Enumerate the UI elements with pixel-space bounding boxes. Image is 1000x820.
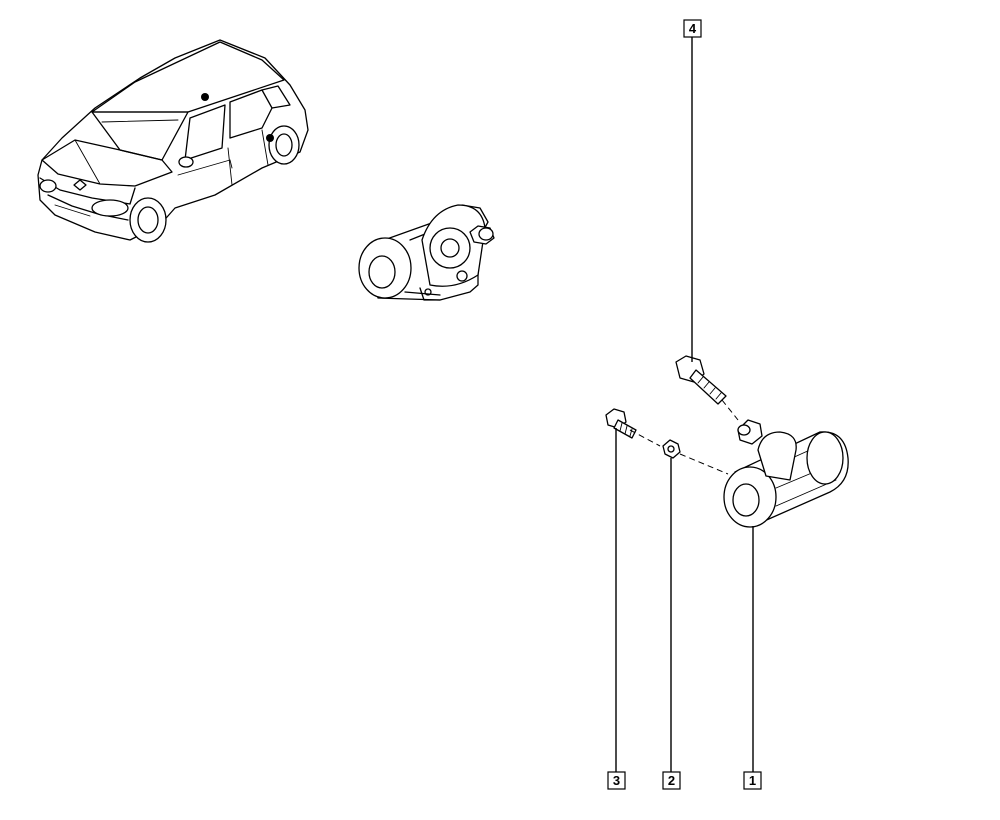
wheel-cylinder-detail-view: [358, 204, 495, 301]
callout-3: 3: [607, 771, 626, 790]
callout-4: 4: [683, 19, 702, 38]
vehicle-illustration: [37, 39, 309, 243]
bolt-part-4: [675, 355, 727, 405]
callout-1-label: 1: [749, 773, 756, 788]
callout-1: 1: [743, 771, 762, 790]
wheel-cylinder-part-1: [723, 419, 849, 528]
washer-part-2: [662, 439, 681, 459]
callout-3-label: 3: [613, 773, 620, 788]
callout-4-label: 4: [689, 21, 697, 36]
callout-2: 2: [662, 771, 681, 790]
callout-2-label: 2: [668, 773, 675, 788]
bolt-part-3: [605, 408, 637, 439]
